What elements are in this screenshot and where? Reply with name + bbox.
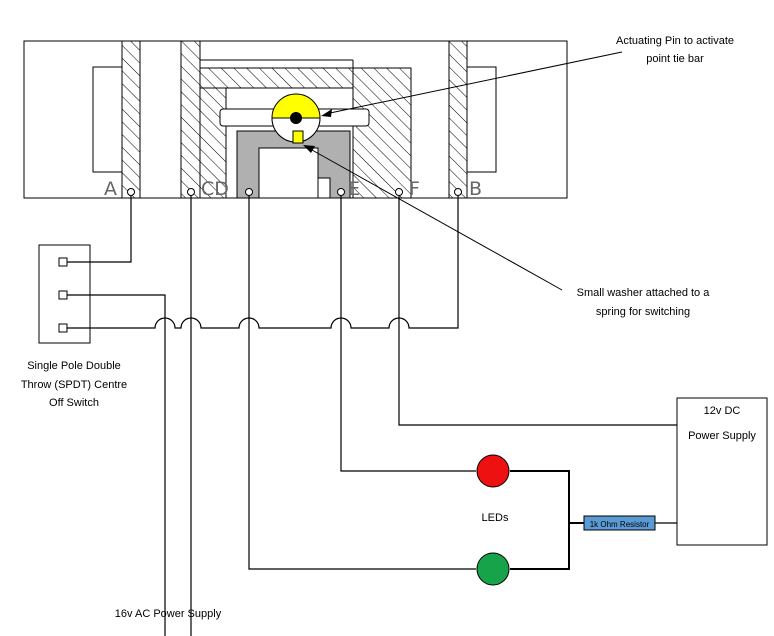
terminal-f: F xyxy=(409,178,420,200)
pin-label-line1: Actuating Pin to activate xyxy=(616,35,734,47)
led-green xyxy=(476,552,510,586)
terminal-e: E xyxy=(348,178,360,200)
terminal-a: A xyxy=(104,178,117,200)
ac-supply-label: 16v AC Power Supply xyxy=(115,608,222,620)
switch-label-line2: Throw (SPDT) Centre xyxy=(21,379,127,391)
pin-center xyxy=(290,112,302,124)
pin-label-line2: point tie bar xyxy=(646,53,704,65)
dc-label-line2: Power Supply xyxy=(688,430,756,442)
washer xyxy=(292,130,304,144)
switch-label-line3: Off Switch xyxy=(49,397,99,409)
led-red xyxy=(476,454,510,488)
wires xyxy=(67,196,677,636)
leds-label: LEDs xyxy=(482,512,509,524)
spdt-switch xyxy=(38,244,91,344)
resistor xyxy=(583,515,656,531)
terminal-dots xyxy=(127,188,462,196)
point-motor-body xyxy=(23,40,568,199)
switch-label-line1: Single Pole Double xyxy=(27,360,121,372)
washer-label-line1: Small washer attached to a xyxy=(577,287,711,299)
resistor-label: 1k Ohm Resistor xyxy=(590,520,650,529)
dc-power-supply xyxy=(676,397,768,546)
dc-label-line1: 12v DC xyxy=(704,405,741,417)
leader-lines xyxy=(303,51,623,291)
terminal-cd: CD xyxy=(201,178,229,200)
washer-label-line2: spring for switching xyxy=(596,306,690,318)
terminal-b: B xyxy=(469,178,482,200)
